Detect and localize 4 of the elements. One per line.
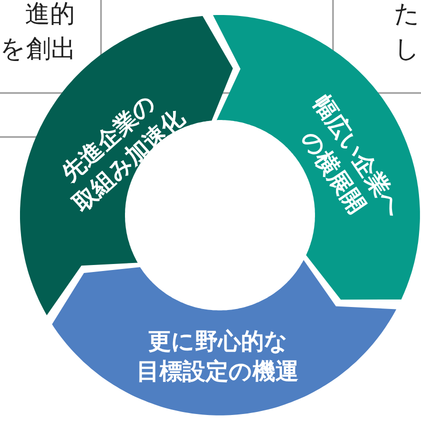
table-cell-text: たし: [394, 0, 421, 65]
table-cell-text: 進的を創出: [0, 0, 77, 65]
segment-label: 幅広い企業への横展開: [296, 90, 410, 224]
segment-label: 更に野心的な目標設定の機運: [136, 328, 300, 387]
